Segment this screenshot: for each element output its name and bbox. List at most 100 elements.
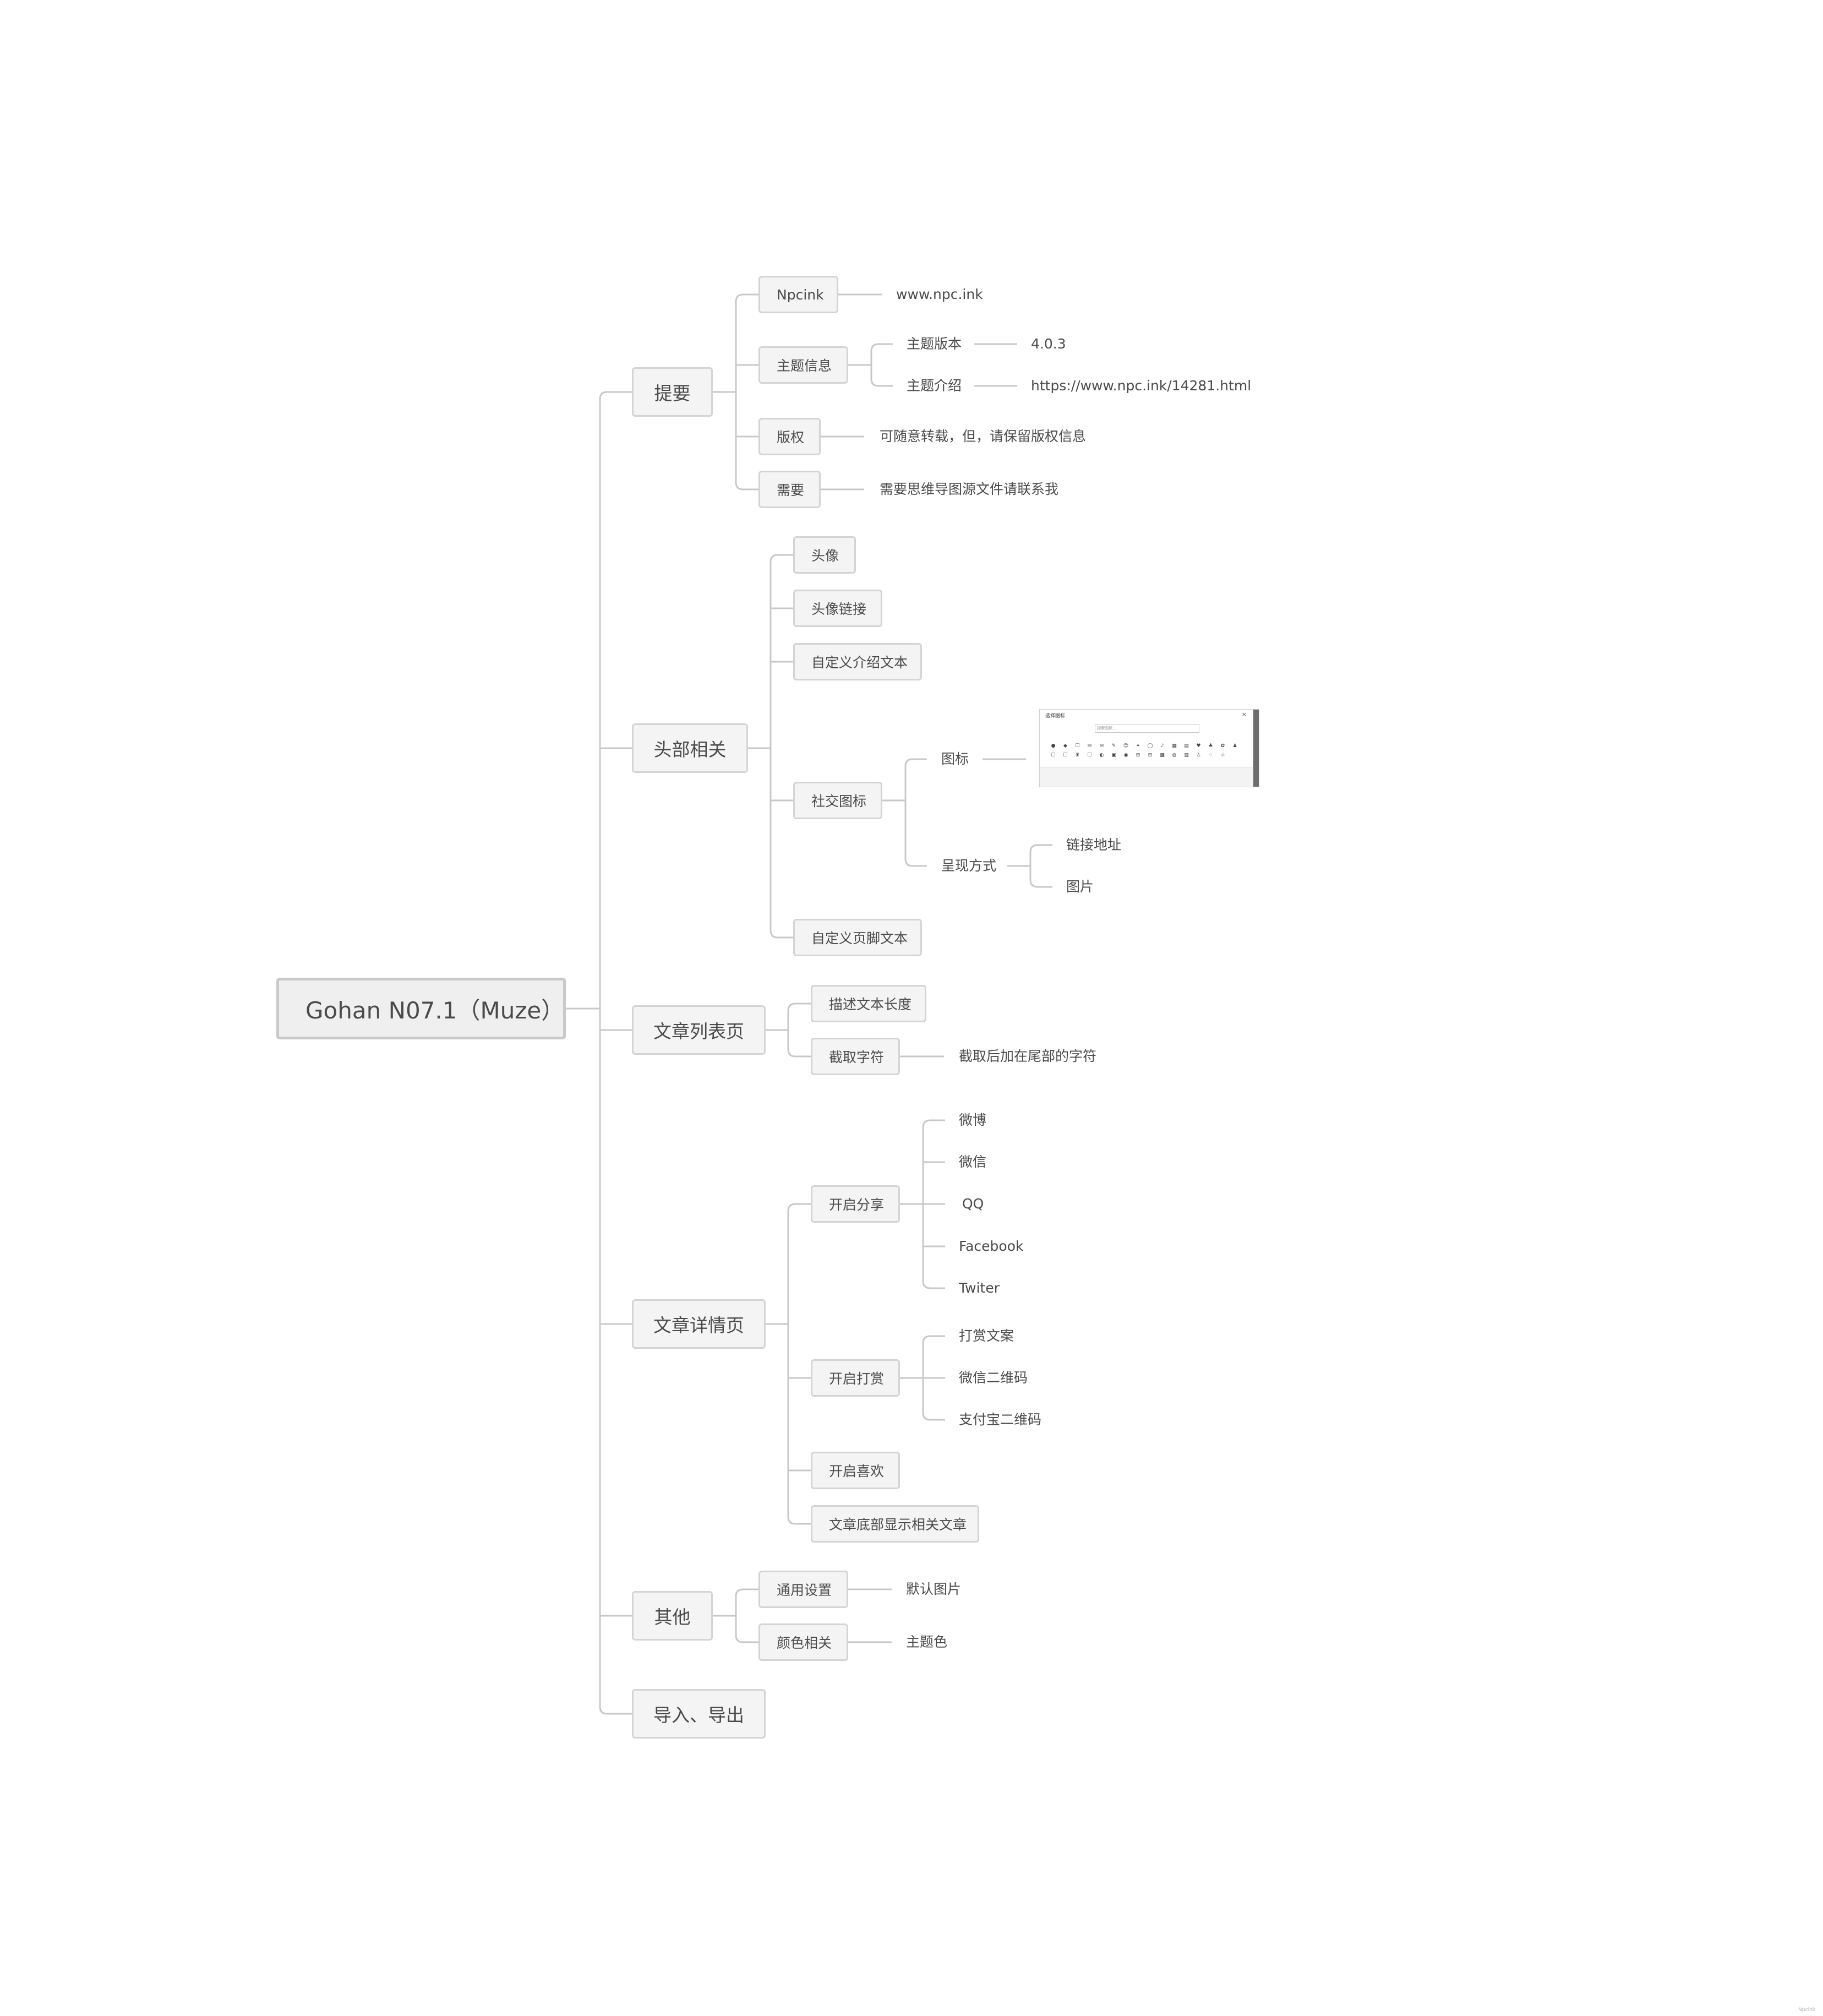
picker-glyph-icon: ◆ [1063,743,1067,749]
leaf-need-text: 需要思维导图源文件请联系我 [880,481,1059,497]
node-custom-footer[interactable]: 自定义页脚文本 [793,919,922,956]
picker-glyph-icon: ▣ [1111,753,1116,758]
picker-glyph-icon: ♣ [1208,743,1213,749]
picker-glyph-icon: ▦ [1172,743,1177,749]
picker-glyph-icon: ♟ [1232,743,1237,749]
node-need[interactable]: 需要 [758,471,821,508]
node-avatar-label: 头像 [811,548,839,564]
picker-glyph-icon: ● [1051,743,1056,749]
picker-glyph-icon: ◐ [1099,753,1104,758]
node-color-label: 颜色相关 [777,1635,832,1651]
node-like[interactable]: 开启喜欢 [811,1452,900,1489]
picker-glyph-icon: ◯ [1147,743,1153,749]
node-truncate[interactable]: 截取字符 [811,1038,900,1075]
branch-other-label: 其他 [654,1606,691,1628]
picker-glyph-icon: ☐ [1075,743,1080,749]
picker-glyph-icon: ▤ [1184,743,1189,749]
node-general-settings-label: 通用设置 [777,1582,832,1598]
node-social-icons[interactable]: 社交图标 [793,782,882,819]
picker-glyph-icon: ♧ [1220,753,1225,758]
leaf-reward-alipay-qr: 支付宝二维码 [959,1412,1042,1427]
node-reward-label: 开启打赏 [829,1371,885,1387]
leaf-reward-copy: 打赏文案 [959,1328,1014,1344]
branch-article-detail-label: 文章详情页 [653,1315,744,1336]
picker-glyph-icon: ▩ [1160,753,1165,758]
icon-picker-image: 选择图标 × 搜索图标... ●◆☐✉✉✎☺✦◯♪▦▤♥♣✿♟☐☐♜☐◐▣◉⊞⊟… [1039,709,1259,787]
icon-picker-grid: ●◆☐✉✉✎☺✦◯♪▦▤♥♣✿♟☐☐♜☐◐▣◉⊞⊟▩◍▥♙♢♧ [1050,743,1248,759]
leaf-default-image: 默认图片 [906,1581,962,1597]
leaf-intro-url: https://www.npc.ink/14281.html [1031,378,1252,394]
leaf-share-wechat: 微信 [959,1154,987,1170]
picker-glyph-icon: ☐ [1051,753,1056,758]
branch-import-export[interactable]: 导入、导出 [632,1689,766,1739]
leaf-version-value: 4.0.3 [1031,336,1066,352]
node-social-icons-label: 社交图标 [811,793,867,809]
node-share-label: 开启分享 [829,1197,885,1213]
picker-glyph-icon: ⊟ [1148,753,1153,758]
leaf-icon-label: 图标 [941,751,969,767]
node-copyright-label: 版权 [777,429,805,445]
branch-article-detail[interactable]: 文章详情页 [632,1299,766,1349]
root-node[interactable]: Gohan N07.1（Muze） [276,978,566,1039]
picker-glyph-icon: ◉ [1123,753,1128,758]
node-theme-info-label: 主题信息 [777,358,832,374]
branch-import-export-label: 导入、导出 [653,1704,744,1726]
leaf-truncate-text: 截取后加在尾部的字符 [959,1048,1097,1064]
picker-glyph-icon: ▥ [1184,753,1189,758]
icon-picker-footer [1040,767,1253,787]
picker-glyph-icon: ⊞ [1136,753,1140,758]
picker-glyph-icon: ☐ [1063,753,1068,758]
branch-summary-label: 提要 [654,383,691,404]
node-theme-info[interactable]: 主题信息 [758,346,848,384]
node-avatar-link-label: 头像链接 [811,601,867,617]
branch-header-label: 头部相关 [653,739,727,760]
node-npcink[interactable]: Npcink [758,276,838,313]
node-truncate-label: 截取字符 [829,1049,885,1065]
node-color[interactable]: 颜色相关 [758,1623,848,1661]
close-icon: × [1241,711,1247,718]
node-npcink-label: Npcink [777,286,824,303]
picker-glyph-icon: ♢ [1208,753,1213,758]
leaf-theme-color: 主题色 [906,1634,948,1650]
node-reward[interactable]: 开启打赏 [811,1359,900,1397]
branch-article-list[interactable]: 文章列表页 [632,1005,766,1055]
node-share[interactable]: 开启分享 [811,1185,900,1223]
node-custom-intro[interactable]: 自定义介绍文本 [793,643,922,680]
leaf-display-label: 呈现方式 [941,858,997,874]
node-related[interactable]: 文章底部显示相关文章 [811,1505,979,1543]
node-need-label: 需要 [777,482,805,498]
icon-picker-search: 搜索图标... [1095,724,1199,733]
leaf-share-facebook: Facebook [959,1238,1024,1254]
branch-article-list-label: 文章列表页 [653,1021,744,1042]
leaf-npcink-url: www.npc.ink [896,286,983,302]
icon-picker-title: 选择图标 [1045,713,1066,719]
leaf-intro-label: 主题介绍 [907,378,962,394]
branch-other[interactable]: 其他 [632,1591,713,1641]
picker-glyph-icon: ♙ [1196,753,1201,758]
node-desc-length-label: 描述文本长度 [829,996,912,1012]
node-avatar[interactable]: 头像 [793,536,856,574]
picker-glyph-icon: ♜ [1075,753,1080,758]
picker-glyph-icon: ✦ [1136,743,1140,749]
node-desc-length[interactable]: 描述文本长度 [811,985,926,1022]
icon-picker-scrollbar [1253,710,1259,787]
picker-glyph-icon: ☐ [1087,753,1092,758]
picker-glyph-icon: ☺ [1123,743,1129,749]
leaf-share-weibo: 微博 [959,1112,987,1128]
node-copyright[interactable]: 版权 [758,418,821,455]
leaf-share-twitter: Twiter [959,1280,1000,1296]
node-like-label: 开启喜欢 [829,1463,885,1479]
picker-glyph-icon: ✿ [1220,743,1225,749]
picker-glyph-icon: ♪ [1160,743,1164,749]
leaf-share-qq: QQ [962,1196,984,1212]
picker-glyph-icon: ✉ [1087,743,1092,749]
node-general-settings[interactable]: 通用设置 [758,1571,848,1608]
branch-summary[interactable]: 提要 [632,367,713,417]
picker-glyph-icon: ✎ [1111,743,1116,749]
leaf-version-label: 主题版本 [907,336,962,352]
node-avatar-link[interactable]: 头像链接 [793,590,882,627]
branch-header[interactable]: 头部相关 [632,723,748,773]
node-custom-intro-label: 自定义介绍文本 [811,655,908,671]
